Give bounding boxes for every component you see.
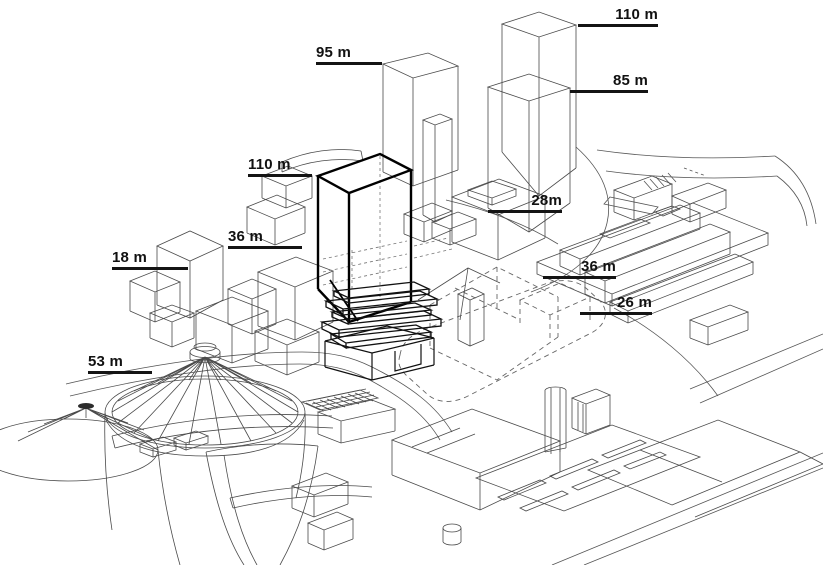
roads <box>65 146 823 565</box>
chimney-tower <box>544 386 567 454</box>
curved-viaduct <box>281 149 364 173</box>
bottom-blocks <box>290 386 823 551</box>
height-label-85m: 85 m <box>570 73 648 93</box>
podium <box>324 325 435 381</box>
dome-ribs <box>111 356 299 445</box>
crosswalk-hatching <box>643 172 677 191</box>
block-18 <box>156 230 224 319</box>
gasometer-walkways <box>111 414 373 565</box>
dome-ribs-small <box>17 407 159 451</box>
proposed-tower <box>315 152 453 381</box>
kiosk-box <box>457 287 485 347</box>
site-solid-forms <box>417 267 501 347</box>
dashed-existing-building <box>429 266 592 381</box>
tram-platform <box>603 196 659 215</box>
height-label-36m-right: 36 m <box>543 259 616 279</box>
height-label-110m-northeast: 110 m <box>578 7 658 27</box>
tower-95 <box>381 52 460 187</box>
context-towers <box>381 11 578 261</box>
long-block <box>390 408 562 511</box>
height-label-36m-left: 36 m <box>228 229 302 249</box>
height-label-53m: 53 m <box>88 354 152 374</box>
dashed-site-outline <box>398 266 606 402</box>
terraced-base <box>319 281 444 350</box>
height-label-26m: 26 m <box>580 295 652 315</box>
tower-85 <box>486 73 572 233</box>
pointed-roof-form <box>417 267 501 321</box>
height-label-28m: 28m <box>488 193 562 213</box>
height-label-95m: 95 m <box>316 45 382 65</box>
height-label-18m: 18 m <box>112 250 188 270</box>
height-label-110m-proposal: 110 m <box>248 157 312 177</box>
block-36-left <box>256 256 335 341</box>
flat-roofs <box>586 419 823 518</box>
curved-wall <box>205 443 319 565</box>
cupola-small <box>78 403 94 409</box>
gasometer-small <box>0 403 181 565</box>
gasometer-large <box>104 342 306 531</box>
striped-block <box>570 388 612 435</box>
block-28 <box>450 178 547 261</box>
hidden-lines <box>322 156 453 298</box>
skylight-roof <box>474 424 702 512</box>
left-buildings <box>128 149 364 376</box>
tower-110-ne <box>500 11 578 197</box>
